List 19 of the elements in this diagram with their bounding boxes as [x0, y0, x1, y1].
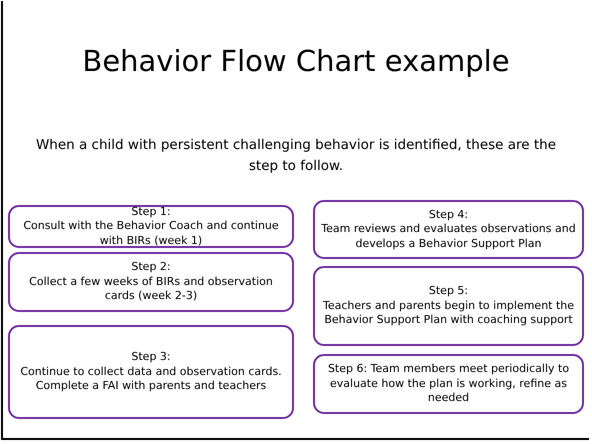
step-box [8, 325, 294, 419]
step-heading: Step 5: [428, 284, 468, 299]
slide-title: Behavior Flow Chart example [81, 44, 511, 78]
step-box [8, 205, 294, 248]
step-heading: Step 4: [428, 208, 468, 222]
subtitle-text: When a child with persistent challenging behavior is identified, these are the step to follow. [34, 136, 558, 176]
step-box [313, 354, 584, 414]
step-box [313, 266, 584, 346]
step-heading: Step 1: [131, 204, 171, 220]
step-box [8, 252, 294, 312]
step-text: Continue to collect data and observation cards. Complete a FAI with parents and teachers [19, 364, 283, 394]
step-text: Team reviews and evaluates observations and develops a Behavior Support Plan [321, 222, 576, 252]
step-text: Consult with the Behavior Coach and continue with BIRs (week 1) [22, 219, 280, 248]
step-text: Teachers and parents begin to implement the Behavior Support Plan with coaching support [322, 298, 576, 328]
step-heading: Step 2: [131, 260, 171, 275]
step-text: Step 6: Team members meet periodically to evaluate how the plan is working, refine as needed [326, 362, 570, 406]
step-heading: Step 3: [131, 350, 171, 365]
step-box [313, 200, 584, 259]
step-text: Collect a few weeks of BIRs and observation cards (week 2-3) [28, 274, 274, 304]
